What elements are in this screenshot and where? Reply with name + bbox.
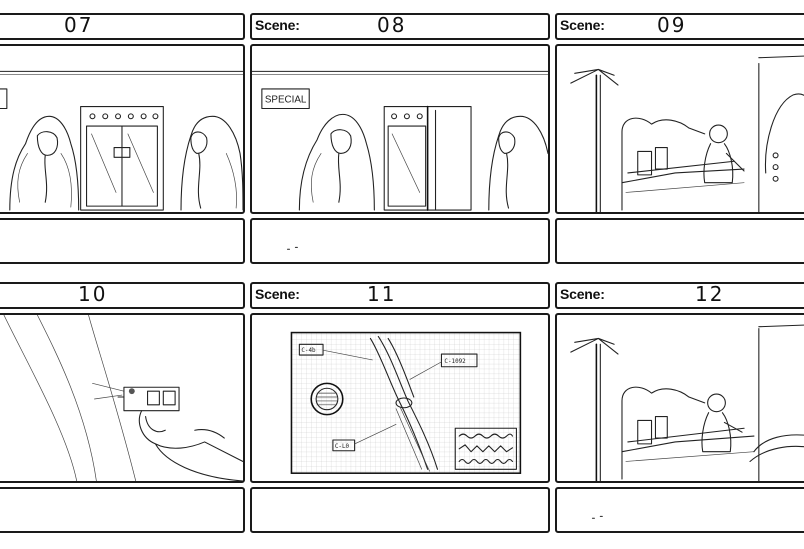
notes-marks xyxy=(286,246,298,250)
panel-image-07 xyxy=(0,44,245,214)
sketch-hazmat-corridor xyxy=(0,70,243,211)
scene-header-11: Scene: 11 xyxy=(250,282,550,309)
panel-image-10 xyxy=(0,313,245,483)
scene-number-09: 09 xyxy=(657,13,687,37)
scene-number-10: 10 xyxy=(78,282,108,306)
special-sign: SPECIAL xyxy=(265,95,307,106)
panel-image-08: SPECIAL xyxy=(250,44,550,214)
notes-box-12 xyxy=(555,487,804,533)
sketch-hospital-bed xyxy=(570,55,804,212)
notes-box-07 xyxy=(0,218,245,264)
notes-box-09 xyxy=(555,218,804,264)
sketch-hazmat-open-door: SPECIAL xyxy=(252,70,548,211)
scene-header-09: Scene: 09 xyxy=(555,13,804,40)
panel-image-11: C-4b C-1092 C-L0 xyxy=(250,313,550,483)
scene-number-07: 07 xyxy=(64,13,94,37)
scene-header-12: Scene: 12 xyxy=(555,282,804,309)
panel-image-09 xyxy=(555,44,804,214)
scene-label: Scene: xyxy=(560,17,605,33)
scene-number-08: 08 xyxy=(377,13,407,37)
notes-box-11 xyxy=(250,487,550,533)
notes-box-10 xyxy=(0,487,245,533)
sketch-scanner-hand xyxy=(3,315,243,481)
scene-header-08: Scene: 08 xyxy=(250,13,550,40)
scene-label: Scene: xyxy=(560,286,605,302)
notes-box-08 xyxy=(250,218,550,264)
scene-label: Scene: xyxy=(255,286,300,302)
panel-image-12 xyxy=(555,313,804,483)
sketch-hospital-bed-2 xyxy=(570,324,804,481)
scene-label: Scene: xyxy=(255,17,300,33)
scene-header-07: 07 xyxy=(0,13,245,40)
scene-number-11: 11 xyxy=(367,282,397,306)
sketch-xray-monitor: C-4b C-1092 C-L0 xyxy=(290,331,522,474)
tag-label: C-4b xyxy=(301,348,316,354)
tag-label: C-1092 xyxy=(444,359,466,365)
notes-marks xyxy=(591,515,603,519)
scene-number-12: 12 xyxy=(695,282,725,306)
tag-label: C-L0 xyxy=(335,444,350,450)
scene-header-10: 10 xyxy=(0,282,245,309)
